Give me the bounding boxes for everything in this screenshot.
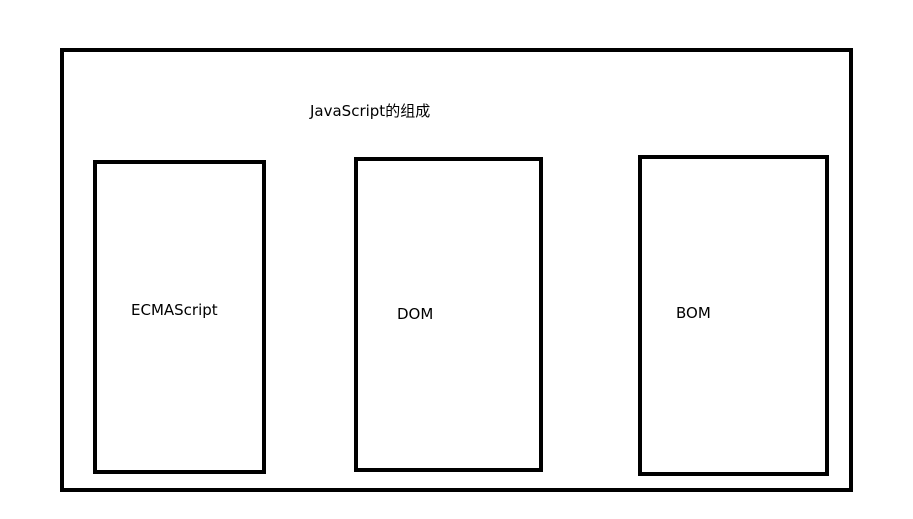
- bom-box: [638, 155, 829, 476]
- ecmascript-box: [93, 160, 266, 474]
- bom-label: BOM: [676, 304, 711, 322]
- diagram-title: JavaScript的组成: [310, 102, 431, 120]
- dom-box: [354, 157, 543, 472]
- javascript-composition-frame: [60, 48, 853, 492]
- dom-label: DOM: [397, 305, 434, 323]
- ecmascript-label: ECMAScript: [131, 301, 218, 319]
